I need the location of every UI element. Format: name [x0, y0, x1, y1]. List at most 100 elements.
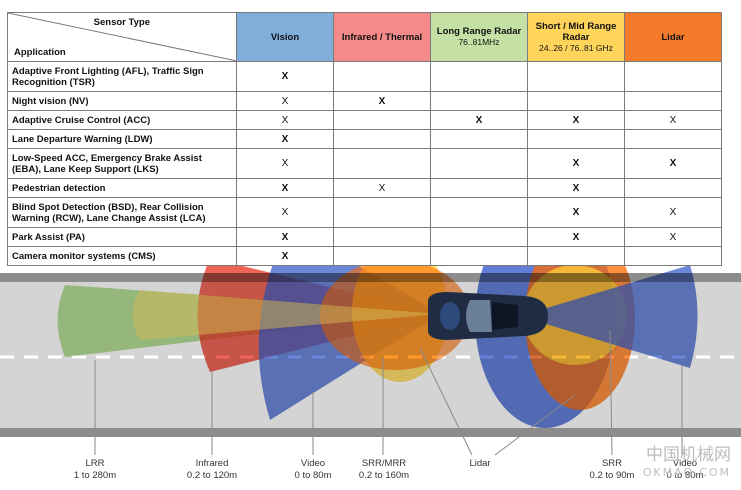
sensor-mark-cell: X	[236, 246, 334, 266]
sensor-mark-cell	[430, 61, 528, 92]
sensor-mark-cell: X	[236, 61, 334, 92]
label-srr-mrr: SRR/MRR 0.2 to 160m	[348, 458, 420, 482]
sensor-mark-cell	[624, 178, 722, 198]
column-name: Infrared / Thermal	[341, 31, 423, 43]
column-name: Lidar	[661, 31, 685, 43]
label-srr: SRR 0.2 to 90m	[580, 458, 644, 482]
car	[428, 292, 548, 340]
application-cell: Low-Speed ACC, Emergency Brake Assist (E…	[7, 148, 237, 179]
sensor-mark-cell	[430, 91, 528, 111]
sensor-mark-cell: X	[527, 197, 625, 228]
label-infrared: Infrared 0.2 to 120m	[172, 458, 252, 482]
rear-side-video-field	[520, 265, 698, 368]
table-body: Adaptive Front Lighting (AFL), Traffic S…	[7, 61, 722, 266]
sensor-mark-cell: X	[236, 178, 334, 198]
sensor-mark-cell	[527, 246, 625, 266]
watermark-cn: 中国机械网	[646, 445, 731, 465]
column-header-vision: Vision	[236, 12, 334, 62]
sensor-mark-cell	[430, 148, 528, 179]
sensor-mark-cell: X	[236, 110, 334, 130]
column-header-lrr: Long Range Radar 76..81MHz	[430, 12, 528, 62]
sensor-mark-cell: X	[527, 178, 625, 198]
sensor-mark-cell: X	[430, 110, 528, 130]
sensor-mark-cell: X	[624, 110, 722, 130]
label-range: 1 to 280m	[73, 470, 117, 481]
label-video-rear: Video 0 to 80m	[655, 458, 715, 482]
sensor-application-table: Sensor Type Application Vision Infrared …	[7, 12, 722, 266]
application-cell: Park Assist (PA)	[7, 227, 237, 247]
label-name: Infrared	[195, 458, 229, 469]
sensor-mark-cell	[333, 61, 431, 92]
sensor-mark-cell: X	[333, 91, 431, 111]
sensor-mark-cell	[527, 61, 625, 92]
sensor-mark-cell	[430, 197, 528, 228]
label-range: 0.2 to 120m	[186, 470, 238, 481]
sensor-mark-cell: X	[236, 129, 334, 149]
corner-application-label: Application	[14, 47, 66, 58]
label-name: SRR	[601, 458, 623, 469]
label-range: 0.2 to 90m	[589, 470, 635, 481]
application-cell: Pedestrian detection	[7, 178, 237, 198]
watermark-url: OKMAO.COM	[642, 466, 731, 479]
leader-lidar	[419, 347, 473, 456]
column-header-srr: Short / Mid Range Radar 24..26 / 76..81 …	[527, 12, 625, 62]
application-cell: Adaptive Front Lighting (AFL), Traffic S…	[7, 61, 237, 92]
table-row: Low-Speed ACC, Emergency Brake Assist (E…	[7, 148, 722, 179]
table-corner-cell: Sensor Type Application	[7, 12, 237, 62]
column-sub: 24..26 / 76..81 GHz	[539, 42, 613, 53]
application-cell: Lane Departure Warning (LDW)	[7, 129, 237, 149]
label-name: Lidar	[469, 458, 491, 469]
sensor-mark-cell: X	[624, 148, 722, 179]
sensor-mark-cell	[333, 110, 431, 130]
table-header-row: Sensor Type Application Vision Infrared …	[7, 12, 722, 62]
application-cell: Blind Spot Detection (BSD), Rear Collisi…	[7, 197, 237, 228]
column-name: Short / Mid Range Radar	[535, 20, 617, 43]
label-lidar: Lidar	[455, 458, 505, 470]
sensor-mark-cell	[333, 197, 431, 228]
table-row: Adaptive Front Lighting (AFL), Traffic S…	[7, 61, 722, 92]
car-windshield	[466, 300, 492, 332]
column-sub: 76..81MHz	[458, 37, 500, 47]
sensor-mark-cell: X	[527, 148, 625, 179]
application-cell: Night vision (NV)	[7, 91, 237, 111]
sensor-mark-cell	[333, 129, 431, 149]
sensor-mark-cell	[333, 246, 431, 266]
leader-lines	[94, 329, 683, 456]
table-row: Blind Spot Detection (BSD), Rear Collisi…	[7, 197, 722, 228]
car-roof	[492, 302, 518, 330]
label-lrr: LRR 1 to 280m	[60, 458, 130, 482]
column-header-lidar: Lidar	[624, 12, 722, 62]
table-row: Camera monitor systems (CMS)X	[7, 246, 722, 266]
mrr-field	[132, 290, 440, 340]
sensor-mark-cell	[527, 91, 625, 111]
sensor-mark-cell: X	[624, 197, 722, 228]
sensor-mark-cell	[430, 178, 528, 198]
sensor-mark-cell: X	[236, 227, 334, 247]
corner-sensor-label: Sensor Type	[93, 17, 150, 28]
application-cell: Camera monitor systems (CMS)	[7, 246, 237, 266]
sensor-mark-cell	[624, 91, 722, 111]
column-name: Vision	[270, 31, 300, 43]
watermark: 中国机械网 OKMAO.COM	[643, 446, 731, 482]
label-name: SRR/MRR	[361, 458, 407, 469]
sensor-mark-cell	[333, 227, 431, 247]
sensor-mark-cell	[430, 129, 528, 149]
label-video: Video 0 to 80m	[278, 458, 348, 482]
sensor-mark-cell	[333, 148, 431, 179]
label-range: 0.2 to 160m	[358, 470, 410, 481]
sensor-mark-cell: X	[333, 178, 431, 198]
car-highlight	[440, 302, 460, 330]
sensor-mark-cell: X	[236, 91, 334, 111]
sensor-mark-cell	[624, 129, 722, 149]
sensor-mark-cell	[430, 227, 528, 247]
front-sensor-fields	[57, 225, 470, 420]
sensor-mark-cell	[527, 129, 625, 149]
sensor-mark-cell	[430, 246, 528, 266]
road-bottom-edge	[0, 428, 741, 437]
sensor-mark-cell	[624, 246, 722, 266]
sensor-mark-cell: X	[527, 110, 625, 130]
table-row: Lane Departure Warning (LDW)X	[7, 129, 722, 149]
